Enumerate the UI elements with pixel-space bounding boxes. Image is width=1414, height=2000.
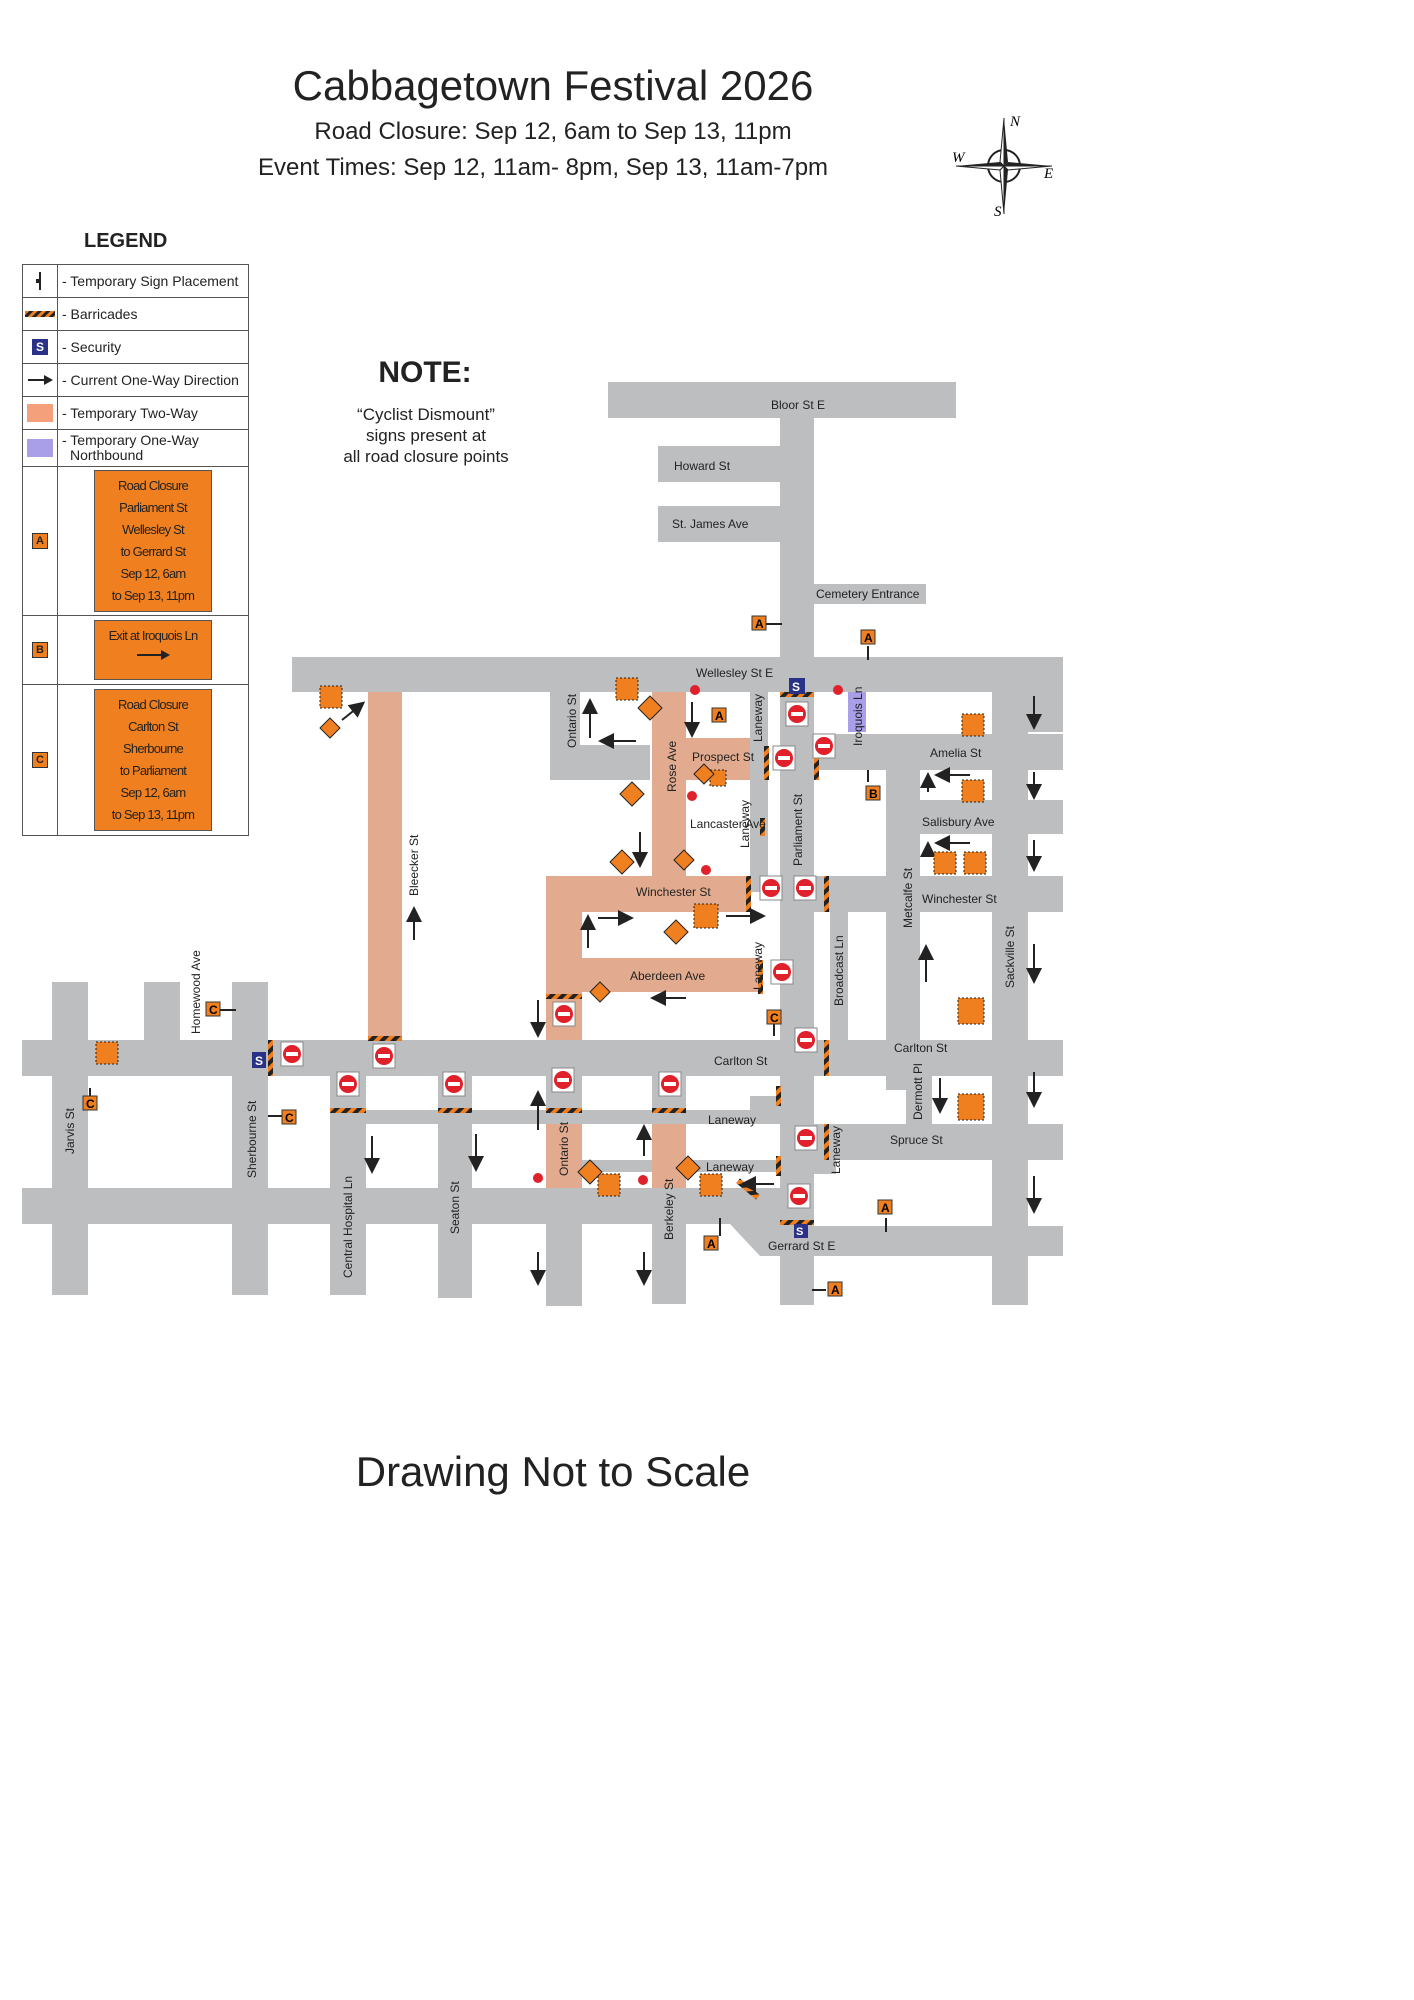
closure-subtitle: Road Closure: Sep 12, 6am to Sep 13, 11p… bbox=[314, 118, 792, 145]
scale-disclaimer: Drawing Not to Scale bbox=[355, 1448, 751, 1495]
svg-text:C: C bbox=[285, 1111, 294, 1125]
legend-northbound-2: Northbound bbox=[70, 447, 144, 463]
street-labels: Bloor St E Howard St St. James Ave Cemet… bbox=[63, 398, 1017, 1278]
diamond-signs bbox=[319, 695, 715, 1185]
label-lancaster: Lancaster Ave bbox=[690, 817, 766, 831]
label-bloor: Bloor St E bbox=[771, 398, 825, 412]
compass-rose-icon: N W E S bbox=[952, 114, 1053, 220]
label-laneway-v4: Laneway bbox=[829, 1126, 843, 1174]
label-laneway-v2: Laneway bbox=[738, 800, 752, 848]
label-iroquois: Iroquois Ln bbox=[851, 687, 865, 746]
two-way-swatch bbox=[27, 404, 53, 422]
compass-w: W bbox=[952, 150, 966, 166]
label-homewood: Homewood Ave bbox=[189, 950, 203, 1034]
security-markers: S S S bbox=[252, 678, 808, 1238]
page-title: Cabbagetown Festival 2026 bbox=[292, 62, 814, 109]
label-laneway-v1: Laneway bbox=[751, 694, 765, 742]
label-prospect: Prospect St bbox=[692, 750, 755, 764]
legend-security: - Security bbox=[62, 338, 122, 355]
label-dermott: Dermott Pl bbox=[911, 1063, 925, 1120]
legend-heading: LEGEND bbox=[84, 230, 168, 252]
label-parliament: Parliament St bbox=[791, 793, 805, 866]
svg-text:A: A bbox=[864, 631, 873, 645]
label-laneway-v3: Laneway bbox=[751, 942, 765, 990]
label-central-hospital: Central Hospital Ln bbox=[341, 1176, 355, 1278]
label-salisbury: Salisbury Ave bbox=[922, 815, 995, 829]
svg-text:A: A bbox=[831, 1283, 840, 1297]
label-jarvis: Jarvis St bbox=[63, 1107, 77, 1154]
label-wellesley: Wellesley St E bbox=[696, 666, 773, 680]
svg-text:S: S bbox=[796, 1226, 803, 1238]
marker-c-icon: C bbox=[32, 752, 48, 768]
one-way-arrow-icon bbox=[28, 375, 53, 385]
event-times-subtitle: Event Times: Sep 12, 11am- 8pm, Sep 13, … bbox=[257, 154, 829, 181]
sign-placement-markers bbox=[89, 623, 887, 1291]
label-sackville: Sackville St bbox=[1003, 925, 1017, 988]
legend-northbound-1: - Temporary One-Way bbox=[62, 432, 199, 448]
svg-text:B: B bbox=[869, 787, 878, 801]
road-sign-boards bbox=[95, 677, 987, 1197]
label-berkeley: Berkeley St bbox=[662, 1178, 676, 1240]
legend-oneway: - Current One-Way Direction bbox=[62, 371, 239, 388]
label-ontario-south: Ontario St bbox=[557, 1121, 571, 1176]
label-aberdeen: Aberdeen Ave bbox=[630, 969, 706, 983]
label-sherbourne: Sherbourne St bbox=[245, 1100, 259, 1178]
label-laneway-1: Laneway bbox=[708, 1113, 756, 1127]
roads bbox=[22, 382, 1063, 1306]
label-seaton: Seaton St bbox=[448, 1181, 462, 1234]
svg-text:A: A bbox=[755, 617, 764, 631]
label-cemetery: Cemetery Entrance bbox=[816, 587, 920, 601]
legend-sign: - Temporary Sign Placement bbox=[62, 272, 239, 289]
sign-placement-icon bbox=[36, 272, 41, 290]
label-howard: Howard St bbox=[674, 459, 731, 473]
label-winchester: Winchester St bbox=[636, 885, 711, 899]
svg-text:S: S bbox=[255, 1054, 263, 1068]
security-icon: S bbox=[32, 339, 48, 355]
label-gerrard: Gerrard St E bbox=[768, 1239, 835, 1253]
label-laneway-2: Laneway bbox=[706, 1160, 754, 1174]
label-rose: Rose Ave bbox=[665, 741, 679, 792]
legend: - Temporary Sign Placement - Barricades … bbox=[22, 264, 249, 836]
two-way-roads bbox=[368, 692, 760, 1188]
marker-b-icon: B bbox=[32, 642, 48, 658]
legend-b-box: Exit at Iroquois Ln bbox=[94, 620, 212, 680]
label-bleecker: Bleecker St bbox=[407, 834, 421, 896]
label-carlton: Carlton St bbox=[714, 1054, 768, 1068]
label-broadcast: Broadcast Ln bbox=[832, 935, 846, 1006]
marker-a-icon: A bbox=[32, 533, 48, 549]
label-ontario-north: Ontario St bbox=[565, 693, 579, 748]
compass-e: E bbox=[1043, 166, 1053, 182]
northbound-swatch bbox=[27, 439, 53, 457]
svg-text:S: S bbox=[792, 680, 800, 694]
svg-text:C: C bbox=[770, 1011, 779, 1025]
label-amelia: Amelia St bbox=[930, 746, 982, 760]
compass-n: N bbox=[1009, 114, 1021, 130]
barricade-icon bbox=[25, 311, 55, 317]
label-st-james: St. James Ave bbox=[672, 517, 749, 531]
compass-s: S bbox=[994, 204, 1002, 220]
svg-text:A: A bbox=[881, 1201, 890, 1215]
note-heading: NOTE: bbox=[378, 356, 472, 389]
iroquois-northbound bbox=[848, 692, 866, 732]
letter-markers: A A A B C C C C A A A bbox=[82, 615, 893, 1297]
one-way-arrows bbox=[341, 696, 1042, 1286]
street-map: S S S A A A B C C C C A A A Bloor St E H… bbox=[22, 382, 1063, 1306]
svg-text:A: A bbox=[707, 1237, 716, 1251]
legend-twoway: - Temporary Two-Way bbox=[62, 404, 198, 421]
label-carlton-east: Carlton St bbox=[894, 1041, 948, 1055]
legend-barricades: - Barricades bbox=[62, 305, 138, 322]
label-metcalfe: Metcalfe St bbox=[901, 867, 915, 928]
label-spruce: Spruce St bbox=[890, 1133, 943, 1147]
label-winchester-east: Winchester St bbox=[922, 892, 997, 906]
exit-arrow-icon bbox=[137, 650, 170, 660]
svg-text:C: C bbox=[209, 1003, 218, 1017]
svg-text:A: A bbox=[715, 709, 724, 723]
no-entry-signs bbox=[280, 685, 843, 1209]
svg-text:C: C bbox=[86, 1097, 95, 1111]
